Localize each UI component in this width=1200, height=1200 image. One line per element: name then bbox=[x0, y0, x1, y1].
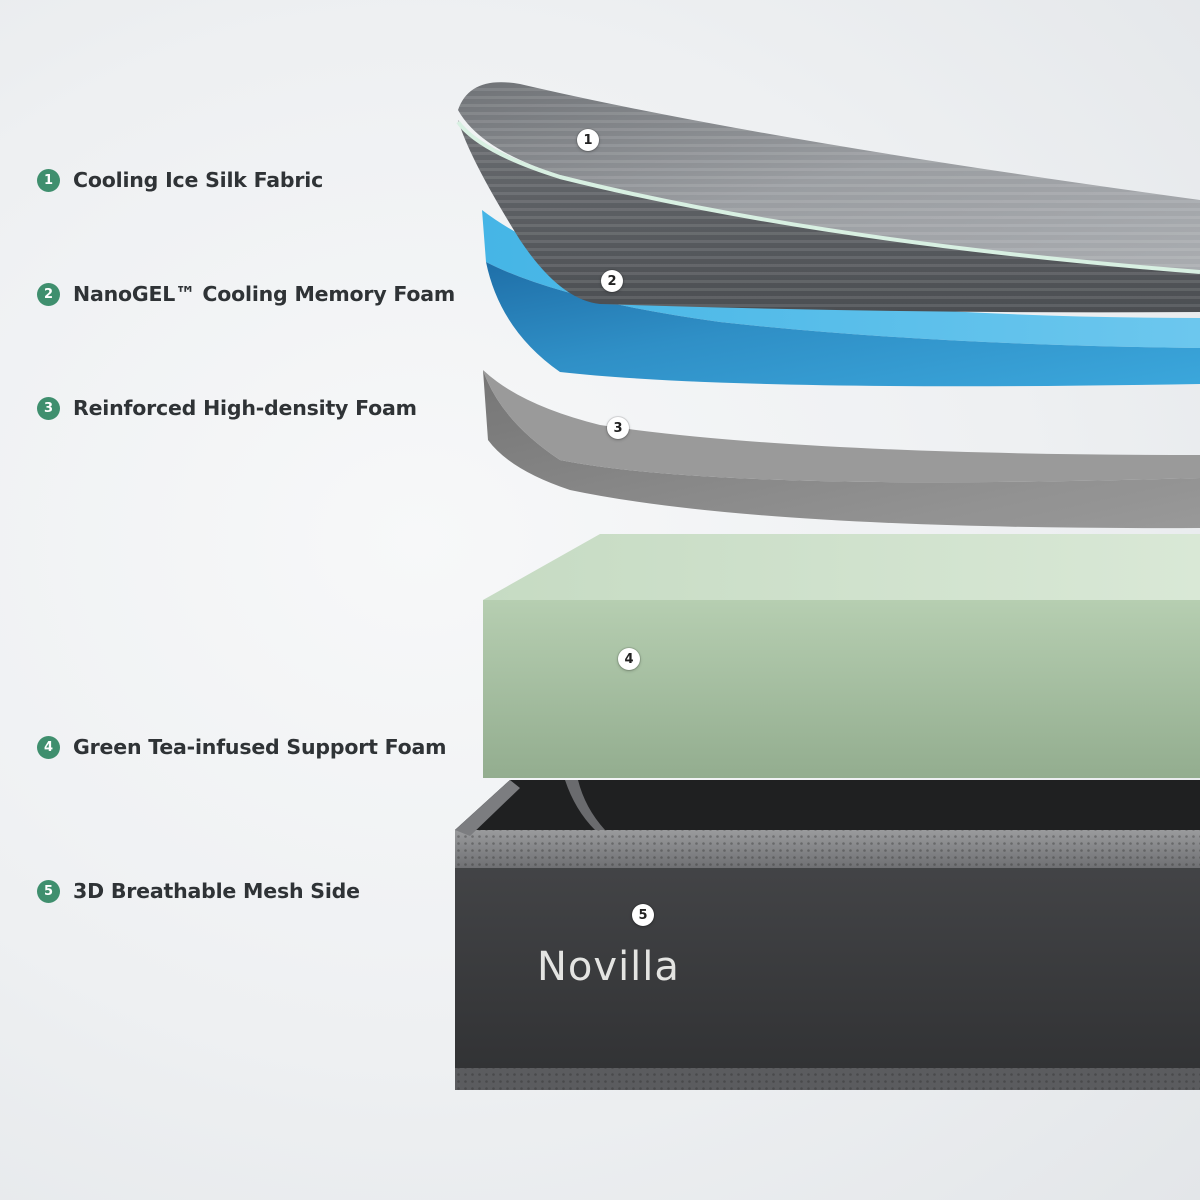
legend-item-fabric: 1 Cooling Ice Silk Fabric bbox=[37, 167, 323, 193]
support-foam-layer bbox=[483, 534, 1200, 778]
number-badge-icon: 1 bbox=[37, 168, 60, 192]
layer-marker-5: 5 bbox=[632, 904, 654, 926]
legend-label: 3D Breathable Mesh Side bbox=[73, 879, 360, 903]
number-badge-icon: 5 bbox=[37, 879, 60, 903]
legend-item-gel-foam: 2 NanoGEL™ Cooling Memory Foam bbox=[37, 281, 455, 307]
mesh-base-layer bbox=[455, 780, 1200, 1090]
legend-label: Green Tea-infused Support Foam bbox=[73, 735, 447, 759]
layer-marker-1: 1 bbox=[577, 129, 599, 151]
layer-marker-4: 4 bbox=[618, 648, 640, 670]
layer-marker-2: 2 bbox=[601, 270, 623, 292]
number-badge-icon: 3 bbox=[37, 396, 60, 420]
legend-item-mesh-side: 5 3D Breathable Mesh Side bbox=[37, 878, 360, 904]
legend-label: Reinforced High-density Foam bbox=[73, 396, 417, 420]
layer-marker-3: 3 bbox=[607, 417, 629, 439]
number-badge-icon: 2 bbox=[37, 282, 60, 306]
brand-logo: Novilla bbox=[537, 944, 680, 990]
fabric-layer bbox=[456, 82, 1200, 313]
high-density-foam-layer bbox=[483, 370, 1200, 529]
legend-label: Cooling Ice Silk Fabric bbox=[73, 168, 324, 192]
legend-label: NanoGEL™ Cooling Memory Foam bbox=[73, 282, 456, 306]
legend-item-high-density-foam: 3 Reinforced High-density Foam bbox=[37, 395, 417, 421]
legend-item-support-foam: 4 Green Tea-infused Support Foam bbox=[37, 734, 447, 760]
number-badge-icon: 4 bbox=[37, 735, 60, 759]
